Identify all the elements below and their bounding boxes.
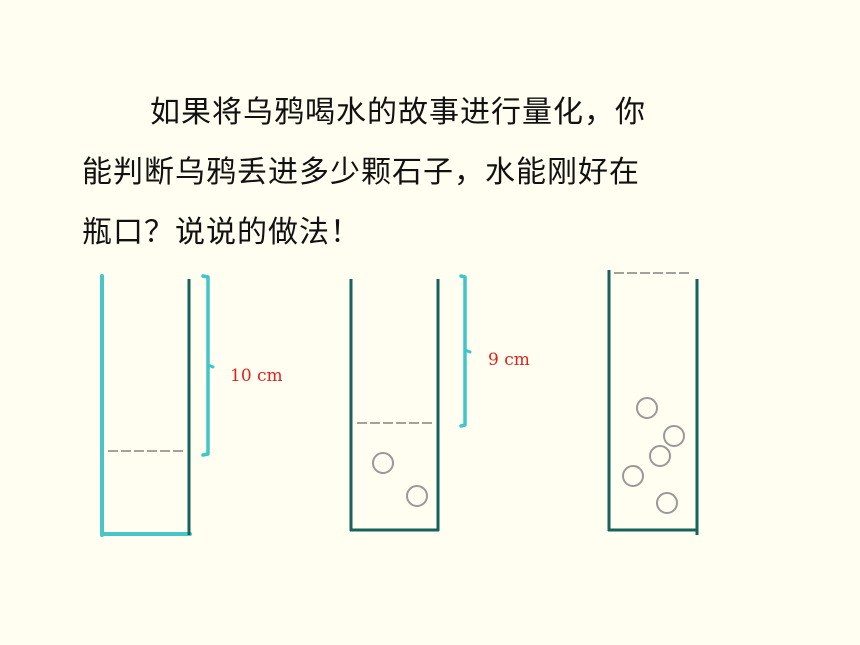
container-3-stone: [636, 397, 658, 419]
container-3-stone: [656, 492, 678, 514]
container-1-height-label: 10 cm: [230, 366, 283, 386]
container-1-bracket-tick: [206, 363, 215, 369]
container-3-stone: [622, 465, 644, 487]
container-1: 10 cm: [100, 274, 283, 537]
question-line-1: 如果将乌鸦喝水的故事进行量化，你: [150, 95, 646, 130]
container-2-stone: [372, 452, 394, 474]
container-3: [607, 270, 699, 535]
container-2: 9 cm: [349, 274, 530, 532]
container-3-stone: [663, 425, 685, 447]
question-line-3: 瓶口？说说的做法！: [82, 215, 361, 250]
question-line-2: 能判断乌鸦丢进多少颗石子，水能刚好在: [82, 155, 640, 190]
container-2-height-label: 9 cm: [488, 350, 530, 370]
question-text: 如果将乌鸦喝水的故事进行量化，你 能判断乌鸦丢进多少颗石子，水能刚好在 瓶口？说…: [82, 83, 702, 263]
container-3-stone: [649, 445, 671, 467]
container-2-stone: [406, 485, 428, 507]
container-2-bracket-tick: [463, 348, 472, 354]
